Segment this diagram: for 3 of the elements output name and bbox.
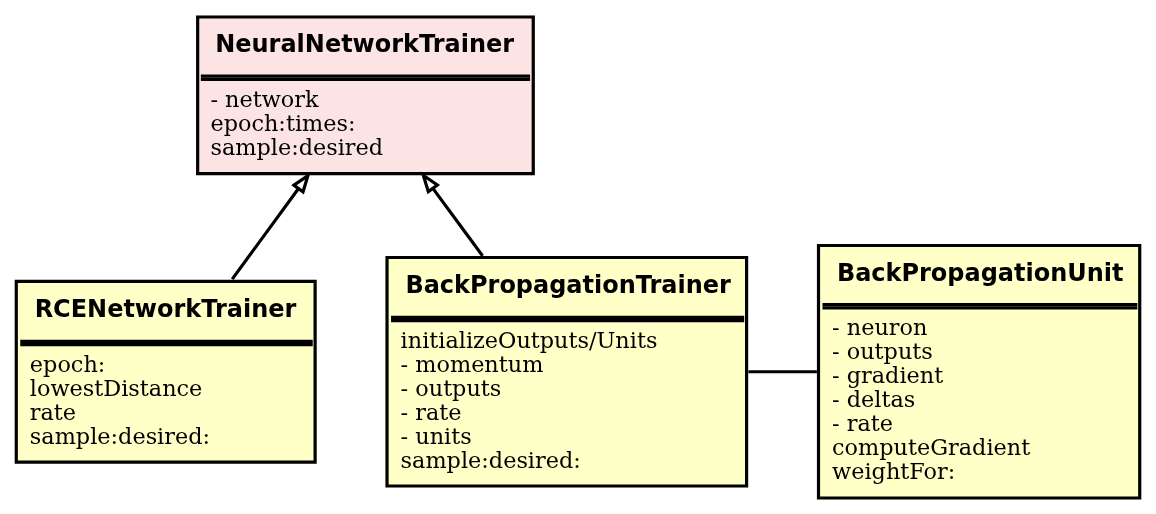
arrow <box>420 171 484 257</box>
arrow <box>230 171 311 280</box>
connector <box>748 369 817 373</box>
